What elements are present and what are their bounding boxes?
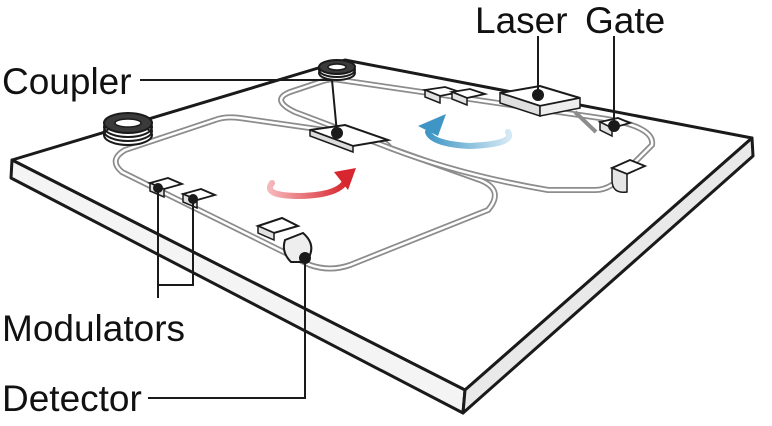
leader-modulators [153,183,198,298]
fiber-coil-left [103,112,153,146]
counterclockwise-arrow [418,114,513,150]
coupler-component [309,123,392,154]
leader-coupler [140,79,343,139]
clockwise-arrow [267,168,356,200]
fiber-coil-right [318,59,356,81]
leader-detector [148,252,311,399]
label-laser: Laser [475,0,568,41]
detector-component [255,216,313,263]
leader-gate [608,36,620,132]
right-ring-detector [609,159,648,193]
label-modulators: Modulators [2,308,186,349]
right-ring-waveguide [278,76,656,193]
label-coupler: Coupler [2,61,132,102]
leader-laser [532,36,544,101]
label-detector: Detector [2,378,142,419]
upper-small-blocks [421,86,489,107]
label-gate: Gate [585,0,666,41]
chip-substrate [9,58,755,415]
